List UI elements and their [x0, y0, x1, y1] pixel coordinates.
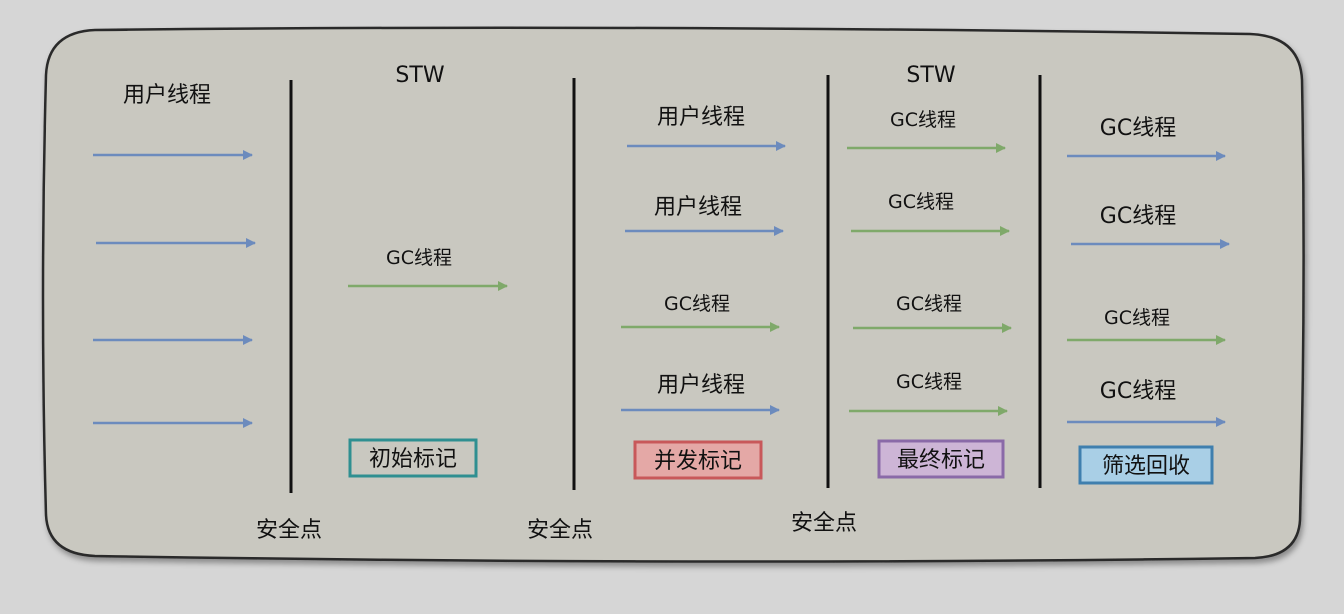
- cleanup-badge: 筛选回收: [1078, 445, 1214, 485]
- cleanup-badge-text: 筛选回收: [1102, 454, 1190, 479]
- concurrent-mark-badge-text: 并发标记: [654, 449, 742, 474]
- diagram-panel: [41, 26, 1305, 563]
- initial-mark-badge: 初始标记: [348, 438, 478, 478]
- safepoint-label-1: 安全点: [256, 518, 322, 543]
- final-mark-badge: 最终标记: [877, 439, 1005, 479]
- concurrent-thread-label-1: 用户线程: [657, 105, 745, 130]
- concurrent-thread-label-3: GC线程: [664, 293, 730, 315]
- initial-gc-thread-label: GC线程: [386, 247, 452, 269]
- final-mark-badge-text: 最终标记: [897, 448, 985, 473]
- left-user-thread-label: 用户线程: [123, 83, 211, 108]
- concurrent-thread-label-4: 用户线程: [657, 373, 745, 398]
- safepoint-label-3: 安全点: [791, 511, 857, 536]
- initial-stw-label: STW: [395, 63, 444, 88]
- final-thread-label-1: GC线程: [890, 109, 956, 131]
- concurrent-thread-label-2: 用户线程: [654, 195, 742, 220]
- safepoint-label-2: 安全点: [527, 518, 593, 543]
- final-thread-label-4: GC线程: [896, 371, 962, 393]
- final-thread-label-3: GC线程: [896, 293, 962, 315]
- cleanup-thread-label-4: GC线程: [1100, 379, 1176, 404]
- cleanup-thread-label-1: GC线程: [1100, 116, 1176, 141]
- final-stw-label: STW: [906, 63, 955, 88]
- cleanup-thread-label-2: GC线程: [1100, 204, 1176, 229]
- concurrent-mark-badge: 并发标记: [633, 440, 763, 480]
- final-thread-label-2: GC线程: [888, 191, 954, 213]
- initial-mark-badge-text: 初始标记: [369, 447, 457, 472]
- cleanup-thread-label-3: GC线程: [1104, 307, 1170, 329]
